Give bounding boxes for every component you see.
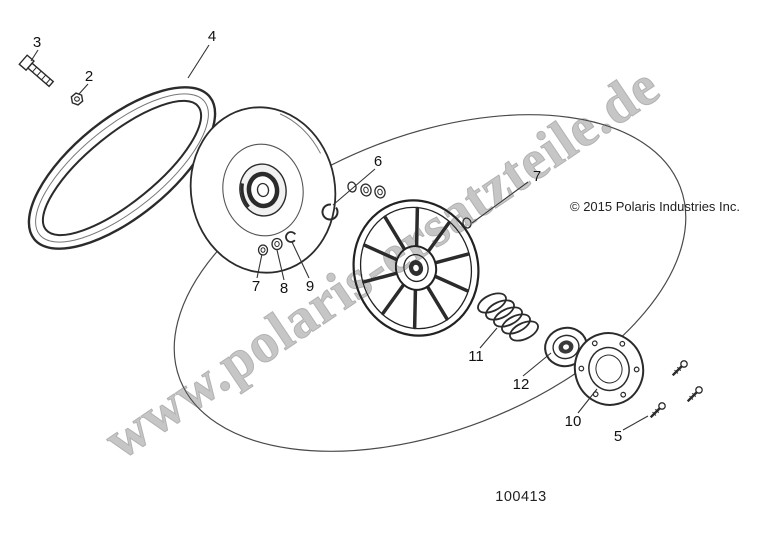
callout-4: 4 bbox=[208, 28, 216, 45]
leader-line bbox=[187, 44, 210, 79]
leader-line bbox=[276, 249, 285, 281]
callout-5: 5 bbox=[614, 428, 622, 445]
movable-sheave bbox=[352, 199, 480, 337]
figure-number: 100413 bbox=[495, 489, 547, 505]
leader-line bbox=[622, 415, 649, 431]
callout-9: 9 bbox=[306, 278, 314, 295]
callout-3: 3 bbox=[33, 34, 41, 51]
callout-6: 6 bbox=[374, 153, 382, 170]
leader-line bbox=[577, 388, 598, 414]
retainer-plate bbox=[573, 332, 645, 406]
leader-line bbox=[256, 253, 263, 279]
retaining-ring bbox=[285, 231, 297, 243]
leader-line bbox=[78, 83, 89, 95]
washer-8 bbox=[271, 237, 283, 251]
leader-line bbox=[30, 49, 39, 62]
leader-line bbox=[479, 327, 498, 349]
callout-11: 11 bbox=[468, 348, 484, 365]
leader-line bbox=[471, 181, 529, 224]
clutch-cover-outline bbox=[173, 114, 687, 452]
mount-screws bbox=[649, 360, 703, 419]
callout-12: 12 bbox=[513, 376, 530, 393]
callout-10: 10 bbox=[565, 413, 582, 430]
front-nut bbox=[70, 92, 84, 106]
leader-line bbox=[522, 352, 552, 377]
copyright-text: © 2015 Polaris Industries Inc. bbox=[570, 199, 740, 214]
callout-8: 8 bbox=[280, 280, 288, 297]
front-bolt bbox=[18, 54, 55, 88]
callout-2: 2 bbox=[85, 68, 93, 85]
callout-labels: 3 2 4 6 7 8 9 7 11 12 10 5 bbox=[33, 28, 622, 445]
callout-7b: 7 bbox=[533, 168, 541, 185]
leader-lines bbox=[30, 44, 649, 431]
leader-line bbox=[332, 168, 376, 206]
washer-7 bbox=[257, 244, 269, 256]
leader-line bbox=[291, 241, 310, 279]
spring bbox=[477, 292, 539, 342]
drive-belt bbox=[27, 86, 217, 250]
o-ring bbox=[321, 203, 339, 221]
primary-sheave bbox=[189, 106, 337, 274]
washer-7b bbox=[462, 217, 472, 229]
washer-set bbox=[347, 181, 386, 199]
callout-7a: 7 bbox=[252, 278, 260, 295]
